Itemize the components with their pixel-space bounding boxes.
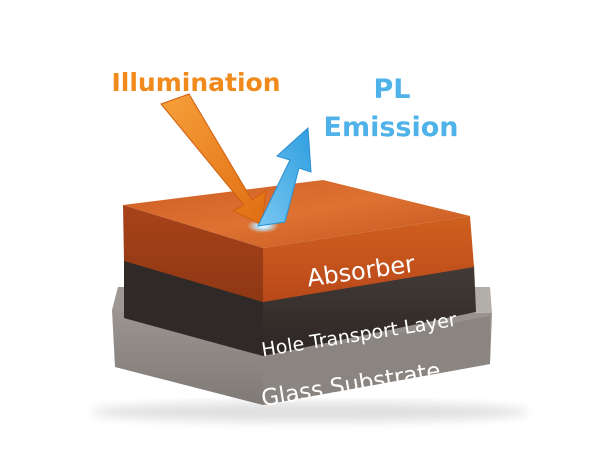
illumination-arrow bbox=[160, 93, 267, 226]
absorber-front-face bbox=[263, 216, 474, 302]
htl-left-face bbox=[124, 258, 263, 356]
absorber-left-face bbox=[123, 205, 263, 302]
absorber-top bbox=[123, 180, 470, 248]
pl-label: PL bbox=[374, 74, 411, 105]
glass-substrate-face bbox=[263, 316, 490, 405]
htl-front-face bbox=[263, 265, 476, 356]
absorber-layer: Absorber bbox=[123, 180, 474, 302]
floor-shadow bbox=[90, 402, 530, 422]
illumination-label: Illumination bbox=[111, 68, 280, 97]
pl-emission-arrow bbox=[257, 126, 312, 227]
emission-label: Emission bbox=[324, 112, 459, 143]
